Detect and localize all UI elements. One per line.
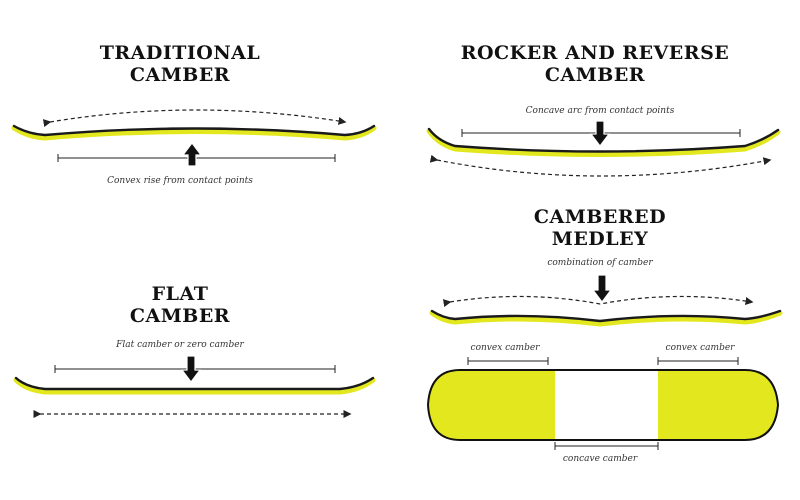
traditional-board xyxy=(11,124,377,141)
rocker-board-base xyxy=(426,128,781,157)
traditional-flex-arrow xyxy=(42,109,347,128)
top-view-right-convex-zone xyxy=(658,370,778,440)
medley-board-base xyxy=(429,310,783,327)
medley-flex-arrow xyxy=(442,295,754,307)
medley-board-top-view xyxy=(426,369,780,441)
flat-down-arrow-icon xyxy=(180,355,202,383)
center-concave-zone-bracket xyxy=(554,442,659,450)
rocker-board xyxy=(426,127,781,157)
top-view-left-convex-zone xyxy=(428,370,555,440)
flat-camber-title: FLAT CAMBER xyxy=(129,283,231,327)
medley-board-top xyxy=(430,309,782,323)
rocker-down-arrow-icon xyxy=(589,120,611,147)
right-convex-zone-bracket xyxy=(657,357,739,365)
rocker-camber-title: ROCKER AND REVERSE CAMBER xyxy=(460,42,730,86)
rocker-flex-arrow xyxy=(429,154,772,177)
cambered-medley-group xyxy=(426,274,783,450)
traditional-camber-caption: Convex rise from contact points xyxy=(107,176,253,186)
left-convex-zone-bracket xyxy=(467,357,549,365)
center-concave-zone-label: concave camber xyxy=(562,454,638,464)
traditional-up-arrow-icon xyxy=(181,142,203,167)
traditional-board-top xyxy=(12,124,376,137)
flat-camber-caption: Flat camber or zero camber xyxy=(116,340,244,350)
traditional-camber-title: TRADITIONAL CAMBER xyxy=(99,42,261,86)
medley-board xyxy=(429,309,783,327)
rocker-camber-group xyxy=(426,120,781,177)
flat-camber-group xyxy=(13,355,376,418)
flat-board xyxy=(13,376,376,395)
cambered-medley-caption: combination of camber xyxy=(547,258,653,268)
left-convex-zone-label: convex camber xyxy=(470,343,540,353)
traditional-camber-group xyxy=(11,109,377,167)
rocker-board-top xyxy=(427,127,780,153)
flat-board-base xyxy=(13,377,376,395)
right-convex-zone-label: convex camber xyxy=(665,343,735,353)
cambered-medley-title: CAMBERED MEDLEY xyxy=(533,206,667,250)
rocker-camber-caption: Concave arc from contact points xyxy=(525,106,675,116)
top-view-outline xyxy=(426,369,780,441)
flat-board-top xyxy=(14,376,375,391)
traditional-board-base xyxy=(11,125,377,141)
medley-down-arrow-icon xyxy=(591,274,613,303)
